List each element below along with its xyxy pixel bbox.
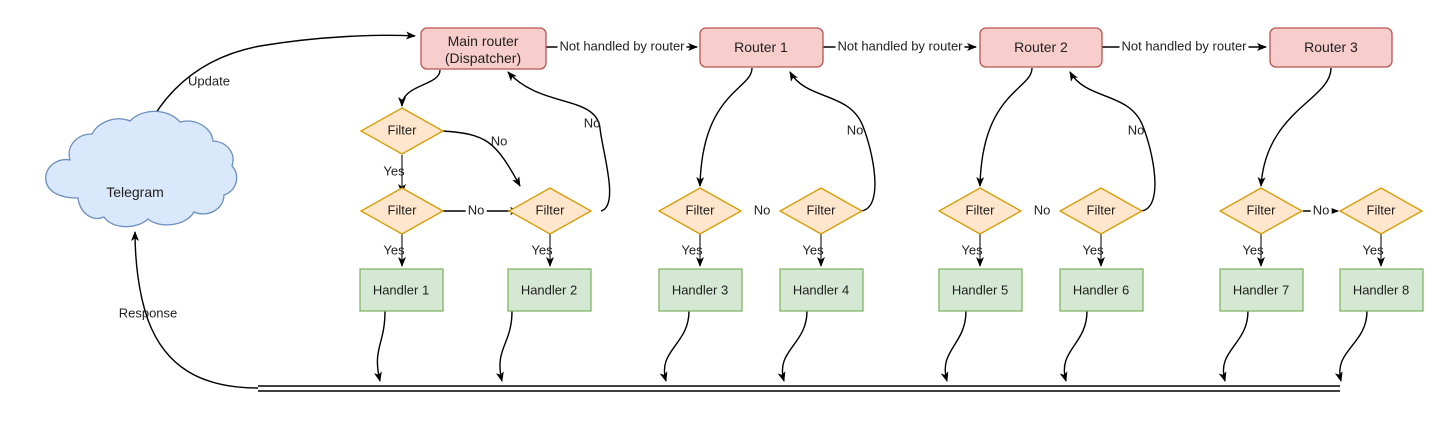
handler-7-shape[interactable] [1219,268,1304,312]
router-2[interactable] [979,27,1103,68]
edge-handler-2-to-bus [495,310,513,382]
edges-layer [131,31,1385,392]
edge-handler-1-to-bus [373,310,386,382]
filter-b2-shape[interactable] [778,187,864,235]
handler-6-shape[interactable] [1059,268,1144,312]
edge-handler-7-to-bus [1218,310,1249,382]
router-main[interactable] [420,27,547,70]
filter-a3-shape[interactable] [507,187,593,235]
edge-router2-to-filter-c1 [976,67,1033,187]
edge-filter-a1-no [442,130,521,187]
edge-response-to-telegram [131,231,259,389]
filter-c2-shape[interactable] [1058,187,1144,235]
edge-router3-to-filter-d1 [1257,67,1332,187]
handler-2-shape[interactable] [507,268,592,312]
edge-handler-6-to-bus [1059,310,1088,382]
handler-1-shape[interactable] [359,268,444,312]
edge-handler-5-to-bus [940,310,967,382]
edge-router1-to-filter-b1 [696,67,753,187]
handler-4-shape[interactable] [779,268,864,312]
filter-d2-shape[interactable] [1338,187,1424,235]
filter-c1-shape[interactable] [937,187,1023,235]
handler-3-shape[interactable] [658,268,743,312]
router-3[interactable] [1269,27,1393,68]
edge-filter-c2-no-back [1069,71,1156,212]
filter-d1-shape[interactable] [1218,187,1304,235]
filter-a1-shape[interactable] [359,107,445,155]
edge-filter-b2-no-back [789,71,876,212]
filter-b1-shape[interactable] [657,187,743,235]
telegram-cloud[interactable] [45,110,238,228]
filters-layer [359,107,1424,235]
edge-handler-8-to-bus [1334,310,1368,382]
edge-filter-a3-no-back [507,71,611,212]
router-1[interactable] [699,27,824,68]
edge-main-to-filter-a1 [398,69,441,107]
handler-8-shape[interactable] [1339,268,1424,312]
edge-handler-4-to-bus [777,310,808,382]
filter-a2-shape[interactable] [359,187,445,235]
edge-handler-3-to-bus [659,310,690,382]
handler-5-shape[interactable] [938,268,1023,312]
handlers-layer [359,268,1424,312]
